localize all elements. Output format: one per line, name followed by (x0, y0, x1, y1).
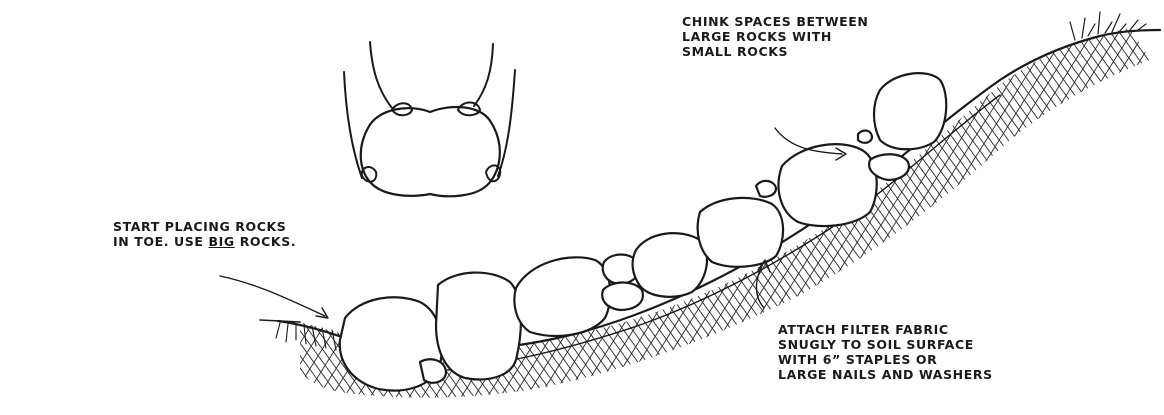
annotation-attach-line-2: SNUGLY TO SOIL SURFACE (778, 337, 993, 352)
annotation-chink-line-1: CHINK SPACES BETWEEN (682, 14, 868, 29)
rock-mid-1 (514, 257, 610, 336)
rock-mid-small-2 (602, 283, 643, 311)
annotation-attach-line-1: ATTACH FILTER FABRIC (778, 322, 993, 337)
annotation-start-line-2-prefix: IN TOE. USE (113, 234, 209, 249)
annotation-attach-line-4: LARGE NAILS AND WASHERS (778, 367, 993, 382)
annotation-start-placing: START PLACING ROCKS IN TOE. USE BIG ROCK… (113, 219, 296, 249)
rock-upper-chink (858, 131, 872, 143)
rock-mid-2 (633, 233, 707, 297)
rock-mid-small-3 (756, 181, 776, 197)
hands-holding-rock-illustration (344, 42, 515, 196)
rock-upper-1 (779, 144, 877, 226)
rock-upper-2 (874, 73, 946, 149)
arrow-start-toe (220, 276, 328, 318)
annotation-start-line-1: START PLACING ROCKS (113, 219, 296, 234)
annotation-chink-line-3: SMALL ROCKS (682, 44, 868, 59)
annotation-start-line-2: IN TOE. USE BIG ROCKS. (113, 234, 296, 249)
rock-toe-2 (436, 273, 521, 380)
grass-tuft (1070, 12, 1146, 40)
ground-line-left (260, 320, 300, 322)
annotation-start-emphasis: BIG (209, 234, 235, 249)
rock-mid-3 (698, 198, 783, 267)
rock-toe-small (420, 359, 446, 383)
annotation-attach-line-3: WITH 6” STAPLES OR (778, 352, 993, 367)
annotation-chink-line-2: LARGE ROCKS WITH (682, 29, 868, 44)
annotation-start-line-2-suffix: ROCKS. (235, 234, 296, 249)
annotation-attach-fabric: ATTACH FILTER FABRIC SNUGLY TO SOIL SURF… (778, 322, 993, 382)
annotation-chink-spaces: CHINK SPACES BETWEEN LARGE ROCKS WITH SM… (682, 14, 868, 59)
rock-upper-small (869, 154, 909, 180)
